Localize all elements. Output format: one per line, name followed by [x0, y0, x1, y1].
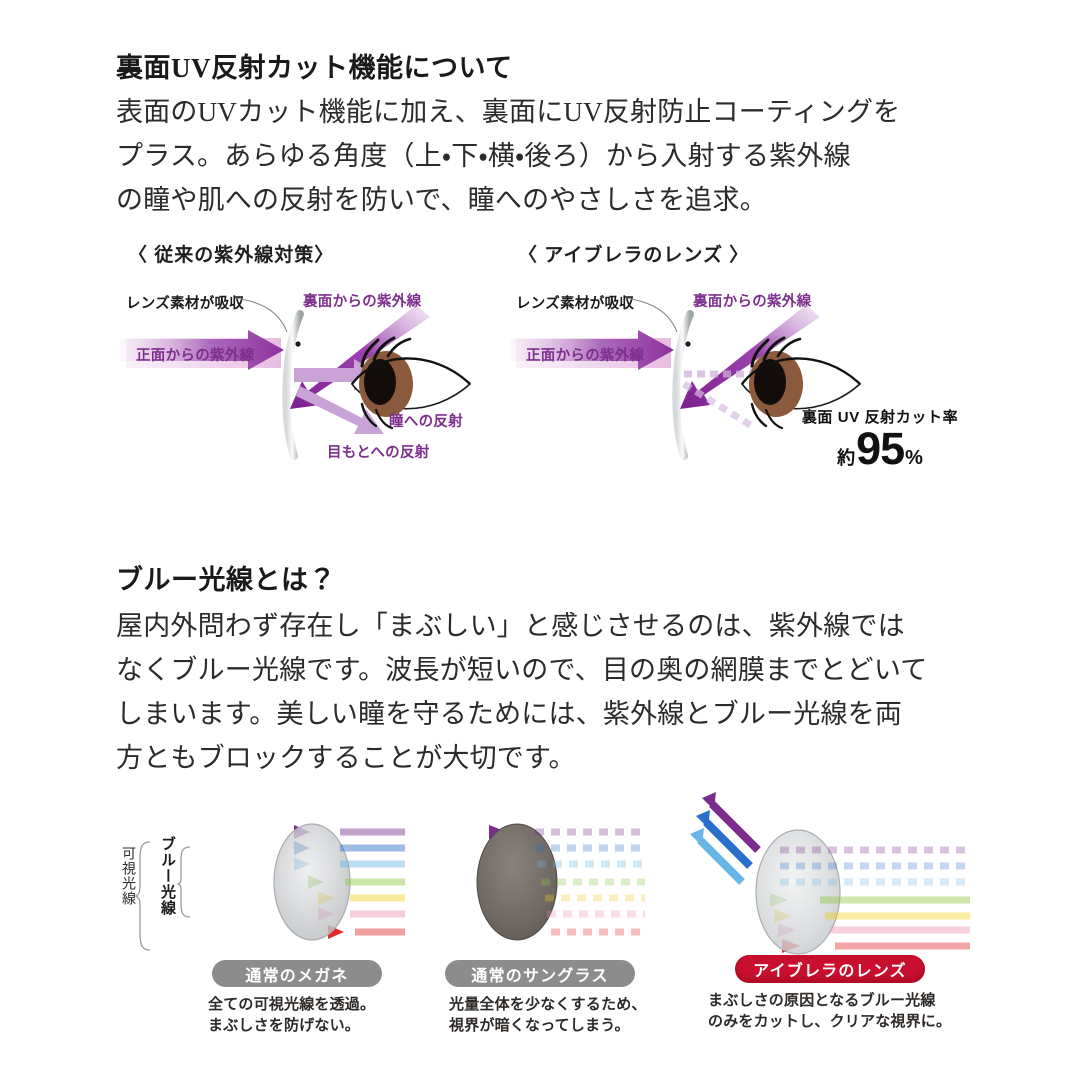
- body-line: 方ともブロックすることが大切です。: [116, 743, 576, 773]
- body-line: 表面のUVカット機能に加え、裏面にUV反射防止コーティングを: [116, 97, 901, 127]
- caption-normal-glasses: 全ての可視光線を透過。 まぶしさを防げない。: [208, 994, 375, 1036]
- caption-normal-sunglasses: 光量全体を少なくするため、 視界が暗くなってしまう。: [449, 994, 647, 1036]
- body-line: の瞳や肌への反射を防いで、瞳へのやさしさを追求。: [116, 185, 767, 215]
- label-eye-area-reflection-conventional: 目もとへの反射: [327, 445, 430, 461]
- uv-diagram-conventional: 〈 従来の紫外線対策〉 正面からの紫外線 レンズ素材が吸収: [0, 0, 500, 500]
- spectrum-rays-eyebrella: [680, 792, 970, 955]
- badge-normal-sunglasses: 通常のサングラス: [445, 960, 635, 987]
- label-lens-absorbs-conventional: レンズ素材が吸収: [126, 296, 245, 312]
- front-uv-arrow-eyebrella: [510, 330, 674, 370]
- front-uv-arrow-conventional: [120, 330, 284, 370]
- uv-cut-rate-approx: 約: [837, 448, 856, 468]
- body-line: なくブルー光線です。波長が短いので、目の奥の網膜までとどいて: [116, 655, 928, 685]
- lens-shape-conventional: [282, 310, 304, 460]
- label-lens-absorbs-eyebrella: レンズ素材が吸収: [516, 296, 635, 312]
- badge-eyebrella-lens: アイブレラのレンズ: [735, 955, 925, 983]
- caption-line: 光量全体を少なくするため、: [449, 996, 647, 1013]
- eye-area-reflection-arrow-conventional: [296, 386, 384, 434]
- section-body-blue-light: 屋内外問わず存在し「まぶしい」と感じさせるのは、紫外線では なくブルー光線です。…: [116, 604, 927, 780]
- label-back-uv-conventional: 裏面からの紫外線: [303, 294, 422, 310]
- uv-cut-rate-unit: %: [905, 447, 923, 469]
- eye-illustration-eyebrella: [740, 336, 862, 430]
- bracket-blue-light: [176, 846, 191, 918]
- section-heading-blue-light: ブルー光線とは？: [116, 565, 336, 595]
- body-line: しまいます。美しい瞳を守るためには、紫外線とブルー光線を両: [116, 699, 903, 729]
- section-heading-uv: 裏面UV反射カット機能について: [116, 53, 513, 83]
- label-pupil-reflection-conventional: 瞳への反射: [389, 414, 463, 430]
- body-line: 屋内外問わず存在し「まぶしい」と感じさせるのは、紫外線では: [116, 611, 905, 641]
- section-body-uv: 表面のUVカット機能に加え、裏面にUV反射防止コーティングを プラス。あらゆる角…: [116, 90, 900, 222]
- uv-panel-title-eyebrella: 〈 アイブレラのレンズ 〉: [518, 245, 750, 266]
- leader-line-conventional: [234, 297, 288, 333]
- label-back-uv-eyebrella: 裏面からの紫外線: [693, 294, 812, 310]
- caption-line: まぶしさの原因となるブルー光線: [708, 992, 936, 1009]
- uv-cut-rate-value: 約 95 %: [785, 423, 975, 474]
- leader-line-eyebrella: [624, 297, 678, 333]
- label-visible-light: 可視光線: [121, 846, 137, 906]
- blue-light-panel-normal-glasses: 通常のメガネ 全ての可視光線を透過。 まぶしさを防げない。: [190, 820, 405, 1050]
- spectrum-rays-normal-sunglasses: [395, 823, 645, 941]
- caption-line: のみをカットし、クリアな視界に。: [708, 1013, 952, 1030]
- caption-eyebrella-lens: まぶしさの原因となるブルー光線 のみをカットし、クリアな視界に。: [708, 990, 951, 1032]
- eye-illustration-conventional: [350, 336, 472, 430]
- spectrum-rays-normal-glasses: [195, 823, 405, 941]
- uv-cut-rate-number: 95: [856, 423, 905, 474]
- bracket-visible-light: [134, 841, 151, 951]
- uv-diagram-eyebrella: 〈 アイブレラのレンズ 〉 正面からの紫外線 レンズ素材が吸収: [390, 0, 1010, 500]
- back-uv-arrow-conventional: [290, 305, 430, 409]
- label-front-uv-eyebrella: 正面からの紫外線: [526, 348, 645, 364]
- label-front-uv-conventional: 正面からの紫外線: [136, 348, 255, 364]
- lens-shape-eyebrella: [672, 310, 694, 460]
- uv-panel-title-conventional: 〈 従来の紫外線対策〉: [128, 245, 335, 266]
- blue-light-panel-eyebrella: アイブレラのレンズ まぶしさの原因となるブルー光線 のみをカットし、クリアな視界…: [680, 782, 980, 1052]
- label-blue-light: ブルー光線: [159, 836, 176, 916]
- badge-normal-glasses: 通常のメガネ: [212, 960, 382, 987]
- uv-cut-rate-caption: 裏面 UV 反射カット率: [801, 409, 959, 426]
- back-uv-arrow-eyebrella: [680, 305, 820, 409]
- caption-line: 全ての可視光線を透過。: [208, 996, 376, 1013]
- uv-cut-rate-stat: 裏面 UV 反射カット率 約 95 %: [785, 406, 975, 474]
- blue-light-panel-normal-sunglasses: 通常のサングラス 光量全体を少なくするため、 視界が暗くなってしまう。: [395, 820, 647, 1050]
- caption-line: まぶしさを防げない。: [208, 1017, 361, 1034]
- caption-line: 視界が暗くなってしまう。: [449, 1017, 630, 1034]
- body-line: プラス。あらゆる角度（上・下・横・後ろ）から入射する紫外線: [116, 141, 851, 171]
